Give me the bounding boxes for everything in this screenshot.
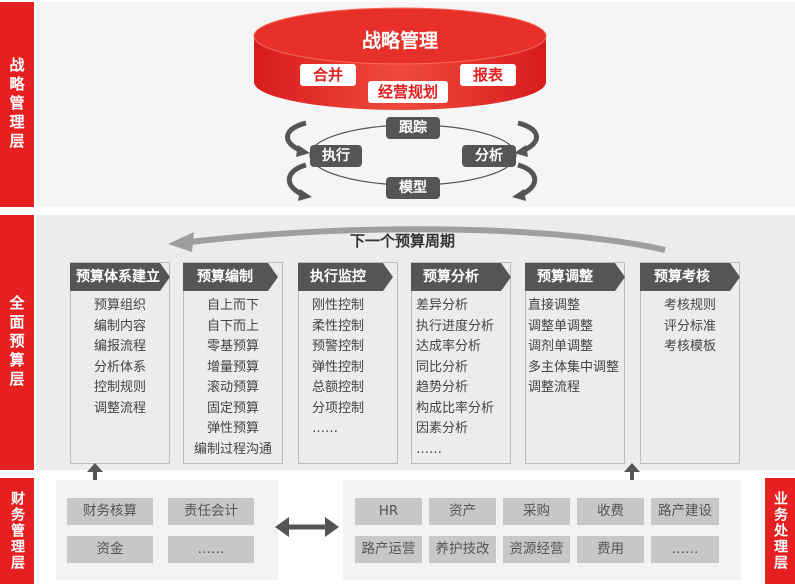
- list-item: ……: [416, 441, 442, 457]
- cycle-execute: 执行: [310, 145, 362, 167]
- business-box-resources: 资源经营: [503, 536, 570, 563]
- list-item: 同比分析: [416, 359, 469, 375]
- list-item: 柔性控制: [312, 318, 365, 334]
- column-title-2: 预算编制: [183, 263, 278, 291]
- cycle-track: 跟踪: [386, 117, 440, 139]
- list-item: 固定预算: [206, 400, 259, 416]
- column-items-6: 考核规则 评分标准 考核模板: [640, 296, 740, 358]
- pill-report: 报表: [460, 64, 516, 86]
- list-item: 因素分析: [416, 421, 469, 436]
- finance-box-more: ……: [168, 536, 254, 563]
- list-item: 增量预算: [206, 359, 259, 375]
- business-box-hr: HR: [355, 498, 422, 525]
- next-cycle-arrow: [168, 226, 666, 253]
- list-item: 预警控制: [312, 339, 365, 354]
- list-item: 分项控制: [312, 400, 365, 416]
- business-box-purchase: 采购: [503, 498, 570, 525]
- list-item: 构成比率分析: [416, 400, 495, 416]
- list-item: 考核规则: [663, 298, 716, 313]
- list-item: 调整单调整: [528, 318, 594, 334]
- column-items-1: 预算组织 编制内容 编报流程 分析体系 控制规则 调整流程: [70, 296, 170, 419]
- column-items-2: 自上而下 自下而上 零基预算 增量预算 滚动预算 固定预算 弹性预算 编制过程沟…: [183, 296, 283, 460]
- list-item: 差异分析: [416, 298, 469, 313]
- list-item: 编报流程: [93, 339, 146, 354]
- list-item: 调整流程: [93, 400, 146, 416]
- list-item: 刚性控制: [312, 298, 365, 313]
- column-items-5: 直接调整 调整单调整 调剂单调整 多主体集中调整 调整流程: [525, 296, 625, 399]
- business-box-road-ops: 路产运营: [355, 536, 422, 563]
- cycle-diagram: [285, 120, 539, 201]
- list-item: 零基预算: [206, 339, 259, 354]
- list-item: 执行进度分析: [416, 318, 495, 334]
- column-box-6: [640, 262, 740, 464]
- list-item: 趋势分析: [416, 380, 469, 395]
- layer-label-business: 业务处理层: [765, 478, 795, 584]
- list-item: 多主体集中调整: [528, 359, 620, 375]
- business-box-more: ……: [651, 536, 719, 563]
- column-box-1: [70, 262, 170, 464]
- business-box-fees: 收费: [577, 498, 644, 525]
- pill-merge: 合并: [300, 64, 356, 86]
- layer-label-strategy: 战略管理层: [0, 2, 34, 207]
- column-items-4: 差异分析 执行进度分析 达成率分析 同比分析 趋势分析 构成比率分析 因素分析 …: [411, 296, 511, 460]
- column-title-5: 预算调整: [525, 263, 625, 291]
- column-title-3: 执行监控: [298, 263, 393, 291]
- list-item: 预算组织: [93, 298, 146, 313]
- column-box-4: [411, 262, 511, 464]
- list-item: 评分标准: [663, 318, 716, 334]
- finance-business-arrow: [275, 517, 339, 537]
- column-title-6: 预算考核: [640, 263, 740, 291]
- list-item: 弹性预算: [206, 421, 259, 436]
- list-item: 直接调整: [528, 298, 581, 313]
- pill-plan: 经营规划: [368, 81, 448, 103]
- list-item: 编制内容: [93, 318, 146, 334]
- business-box-maintenance: 养护技改: [429, 536, 496, 563]
- list-item: 分析体系: [93, 359, 146, 375]
- finance-box-responsibility: 责任会计: [168, 498, 254, 525]
- cycle-analyze: 分析: [462, 145, 516, 167]
- next-cycle-label: 下一个预算周期: [350, 232, 456, 250]
- column-title-4: 预算分析: [411, 263, 511, 291]
- strategy-title: 战略管理: [361, 30, 438, 52]
- strategy-cylinder-content: 战略管理 合并 报表 经营规划: [250, 4, 550, 112]
- finance-area: [56, 480, 278, 580]
- finance-box-funds: 资金: [67, 536, 153, 563]
- list-item: 考核模板: [663, 339, 716, 354]
- layer-label-finance: 财务管理层: [0, 478, 34, 584]
- list-item: 总额控制: [312, 380, 365, 395]
- column-box-3: [298, 262, 398, 464]
- list-item: 自上而下: [206, 298, 259, 313]
- list-item: 调整流程: [528, 380, 581, 395]
- business-box-assets: 资产: [429, 498, 496, 525]
- column-title-1: 预算体系建立: [70, 263, 170, 291]
- list-item: 滚动预算: [206, 380, 259, 395]
- finance-box-accounting: 财务核算: [67, 498, 153, 525]
- list-item: ……: [312, 421, 338, 436]
- strategy-cylinder: [253, 7, 547, 110]
- business-box-road-build: 路产建设: [651, 498, 719, 525]
- column-box-2: [183, 262, 283, 464]
- list-item: 自下而上: [206, 318, 259, 334]
- column-items-3: 刚性控制 柔性控制 预警控制 弹性控制 总额控制 分项控制 ……: [298, 296, 390, 440]
- cycle-model: 模型: [386, 177, 440, 199]
- list-item: 弹性控制: [312, 359, 365, 375]
- list-item: 调剂单调整: [528, 339, 594, 354]
- column-box-5: [525, 262, 625, 464]
- list-item: 达成率分析: [416, 339, 482, 354]
- business-box-expenses: 费用: [577, 536, 644, 563]
- layer-label-budget: 全面预算层: [0, 215, 34, 470]
- list-item: 控制规则: [93, 380, 146, 395]
- business-area: [343, 480, 741, 580]
- list-item: 编制过程沟通: [193, 441, 272, 457]
